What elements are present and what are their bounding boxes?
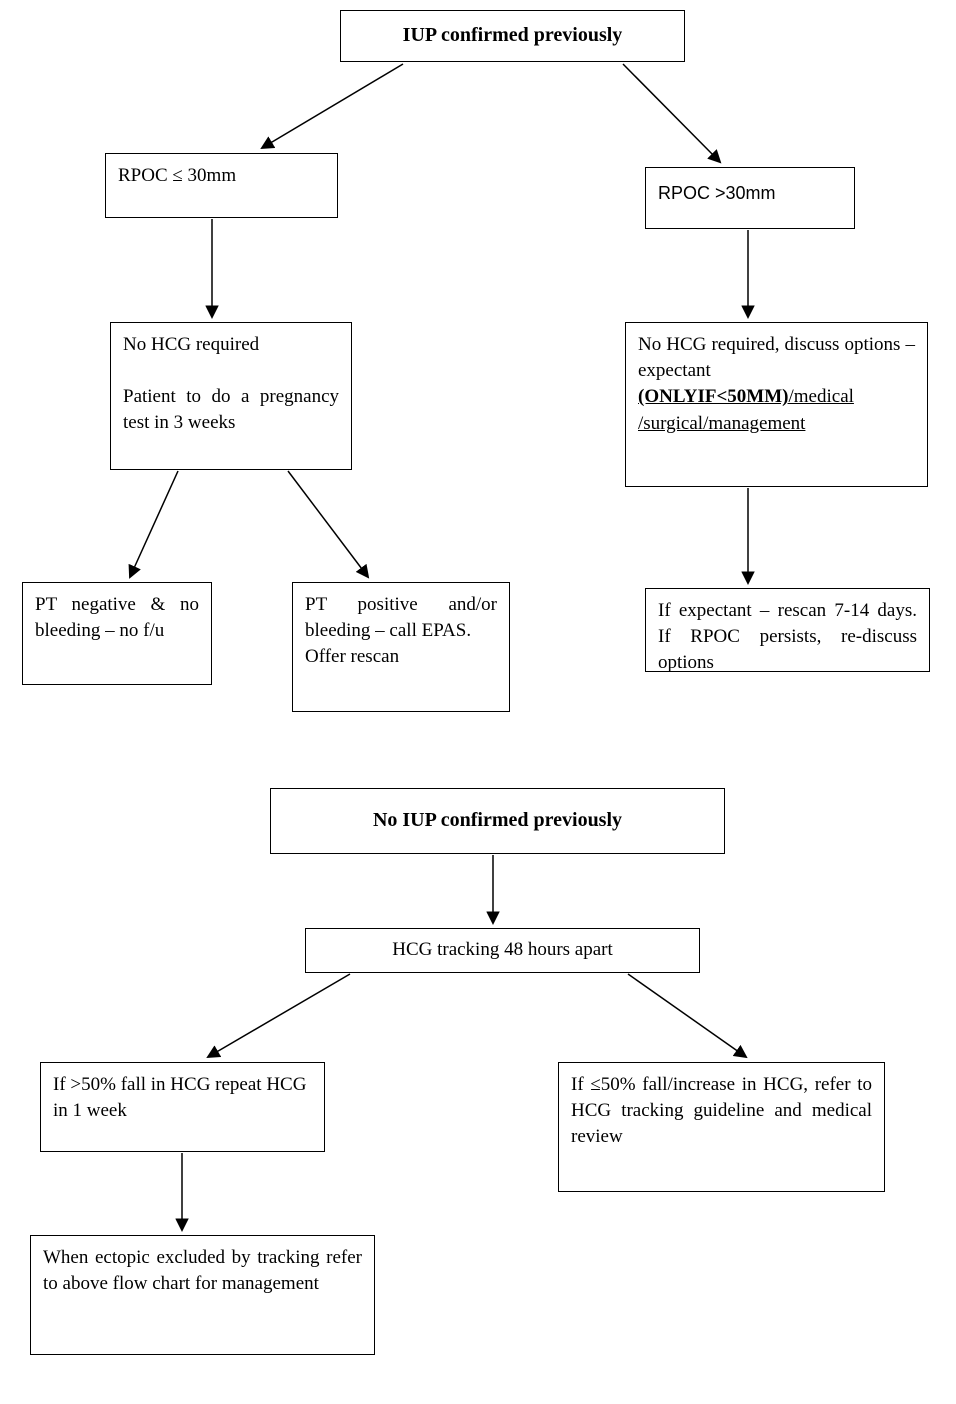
node-line-2: Offer rescan [305, 646, 400, 668]
arrow-tracking-to-fallle50 [627, 973, 748, 1059]
node-text-underline: /medical /surgical/management [638, 386, 854, 434]
node-fall-gt50: If >50% fall in HCG repeat HCG in 1 week [40, 1062, 325, 1152]
node-text-bold-underline: (ONLYIF<50MM) [638, 386, 789, 408]
node-pt-positive: PT positive and/or bleeding – call EPAS.… [292, 582, 510, 712]
node-label: PT negative & no bleeding – no f/u [35, 594, 199, 642]
node-no-hcg-required: No HCG required Patient to do a pregnanc… [110, 322, 352, 470]
node-iup-confirmed-title: IUP confirmed previously [340, 10, 685, 62]
node-pt-negative: PT negative & no bleeding – no f/u [22, 582, 212, 685]
node-label: When ectopic excluded by tracking refer … [43, 1247, 362, 1295]
arrow-tracking-to-fallgt50 [206, 973, 351, 1059]
node-line-1: No HCG required [123, 334, 260, 355]
node-label: If ≤50% fall/increase in HCG, refer to H… [571, 1074, 872, 1148]
arrow-nohcg-to-ptnegative [128, 470, 179, 579]
node-label: IUP confirmed previously [402, 24, 623, 47]
node-text-plain: No HCG required, discuss options – expec… [638, 334, 915, 382]
node-ectopic-excluded: When ectopic excluded by tracking refer … [30, 1235, 375, 1355]
node-line-2: Patient to do a pregnancy test in 3 week… [123, 386, 339, 434]
arrow-title1-to-rpoc-small [260, 63, 404, 150]
node-rpoc-small: RPOC ≤ 30mm [105, 153, 338, 218]
node-label: RPOC >30mm [658, 183, 776, 203]
node-label: No IUP confirmed previously [372, 809, 623, 832]
node-label: If >50% fall in HCG repeat HCG in 1 week [53, 1074, 307, 1122]
arrow-nohcg-to-ptpositive [287, 470, 370, 579]
node-expectant-rescan: If expectant – rescan 7-14 days. If RPOC… [645, 588, 930, 674]
node-rpoc-large: RPOC >30mm [645, 167, 855, 229]
node-no-iup-confirmed-title: No IUP confirmed previously [270, 788, 725, 854]
node-hcg-tracking: HCG tracking 48 hours apart [305, 928, 700, 973]
node-label: HCG tracking 48 hours apart [392, 939, 613, 961]
node-fall-le50: If ≤50% fall/increase in HCG, refer to H… [558, 1062, 885, 1192]
node-label: If expectant – rescan 7-14 days. If RPOC… [658, 600, 917, 674]
arrow-title1-to-rpoc-large [622, 63, 722, 164]
spacer [123, 358, 339, 384]
node-line-1: PT positive and/or bleeding – call EPAS. [305, 594, 497, 642]
node-label: RPOC ≤ 30mm [118, 165, 237, 186]
node-discuss-options: No HCG required, discuss options – expec… [625, 322, 928, 487]
